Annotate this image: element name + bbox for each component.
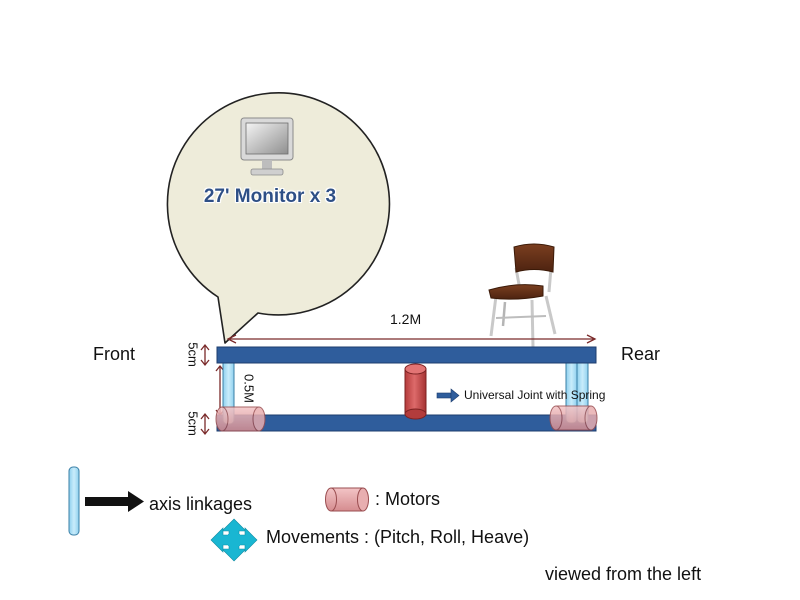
length-dimension bbox=[226, 334, 597, 344]
bottom-thickness-dimension bbox=[200, 412, 210, 436]
universal-joint bbox=[404, 363, 427, 420]
speech-bubble bbox=[166, 92, 391, 344]
rear-motor bbox=[549, 405, 598, 431]
movement-arrows-icon bbox=[210, 518, 258, 562]
bottom-thickness-label: 5cm bbox=[185, 411, 201, 436]
view-caption: viewed from the left bbox=[545, 564, 702, 584]
rear-label: Rear bbox=[621, 344, 661, 364]
monitor-icon bbox=[240, 117, 294, 176]
bottom-platform bbox=[216, 414, 597, 432]
chair-icon bbox=[488, 243, 557, 348]
legend-linkage-icon bbox=[68, 466, 80, 536]
front-motor bbox=[215, 406, 266, 432]
legend-motors-label: : Motors bbox=[375, 489, 441, 509]
top-thickness-label: 5cm bbox=[185, 342, 201, 367]
height-label: 0.5M bbox=[241, 374, 257, 403]
legend-arrow-icon bbox=[85, 491, 144, 512]
joint-label: Universal Joint with Spring bbox=[464, 388, 606, 402]
top-thickness-dimension bbox=[200, 343, 210, 367]
legend-motor-icon bbox=[325, 487, 369, 512]
legend-axis-label: axis linkages bbox=[149, 494, 253, 514]
length-label: 1.2M bbox=[390, 311, 422, 327]
top-platform bbox=[216, 346, 597, 364]
front-label: Front bbox=[93, 344, 136, 364]
joint-pointer-arrow bbox=[436, 388, 460, 403]
legend-movements-label: Movements : (Pitch, Roll, Heave) bbox=[266, 527, 530, 547]
monitor-label: 27' Monitor x 3 bbox=[203, 186, 337, 207]
